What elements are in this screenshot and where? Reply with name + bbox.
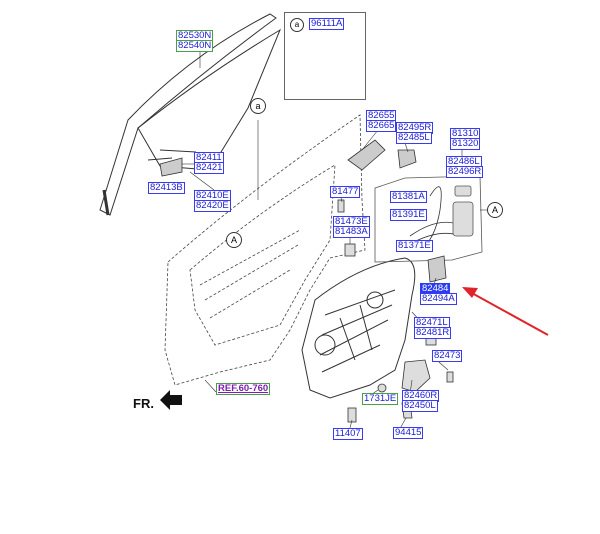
part-label-94415[interactable]: 94415 (393, 427, 424, 439)
door-glass (99, 13, 282, 216)
part-label-82494a[interactable]: 82494A (420, 293, 457, 305)
red-pointer-arrow (462, 287, 549, 336)
part-label-82481r[interactable]: 82481R (414, 327, 452, 339)
handle-brackets (159, 139, 447, 283)
part-label-81477[interactable]: 81477 (330, 186, 361, 198)
part-label-82460r[interactable]: 82460R (402, 390, 440, 402)
part-label-82540n[interactable]: 82540N (176, 40, 214, 52)
reference-link-60-760[interactable]: REF.60-760 (216, 383, 271, 395)
part-label-81381a[interactable]: 81381A (390, 191, 427, 203)
callout-circle-A-latch: A (487, 202, 503, 218)
part-label-82496r[interactable]: 82496R (446, 166, 484, 178)
legend-box: a 96111A (284, 12, 366, 100)
legend-marker: a (290, 18, 304, 32)
part-label-82450l[interactable]: 82450L (402, 400, 438, 412)
part-label-82473[interactable]: 82473 (432, 350, 463, 362)
callout-circle-A-door: A (226, 232, 242, 248)
part-label-1731je[interactable]: 1731JE (362, 393, 399, 405)
part-label-81371e[interactable]: 81371E (396, 240, 433, 252)
part-label-81391e[interactable]: 81391E (390, 209, 427, 221)
door-module-panel (301, 257, 416, 399)
part-label-81320[interactable]: 81320 (450, 138, 481, 150)
legend-part-label[interactable]: 96111A (309, 18, 345, 30)
small-components (337, 199, 454, 423)
part-label-82420e[interactable]: 82420E (194, 200, 231, 212)
front-direction-arrow (160, 390, 182, 410)
callout-circle-a: a (250, 98, 266, 114)
door-shell (164, 114, 366, 386)
part-label-82421[interactable]: 82421 (194, 162, 225, 174)
orientation-label: FR. (133, 396, 154, 411)
part-label-82665[interactable]: 82665 (366, 120, 397, 132)
part-label-82413b[interactable]: 82413B (148, 182, 185, 194)
part-label-82471l[interactable]: 82471L (414, 317, 450, 329)
part-label-82485l[interactable]: 82485L (396, 132, 432, 144)
part-label-82655[interactable]: 82655 (366, 110, 397, 122)
part-label-11407[interactable]: 11407 (333, 428, 363, 440)
part-label-81483a[interactable]: 81483A (333, 226, 370, 238)
